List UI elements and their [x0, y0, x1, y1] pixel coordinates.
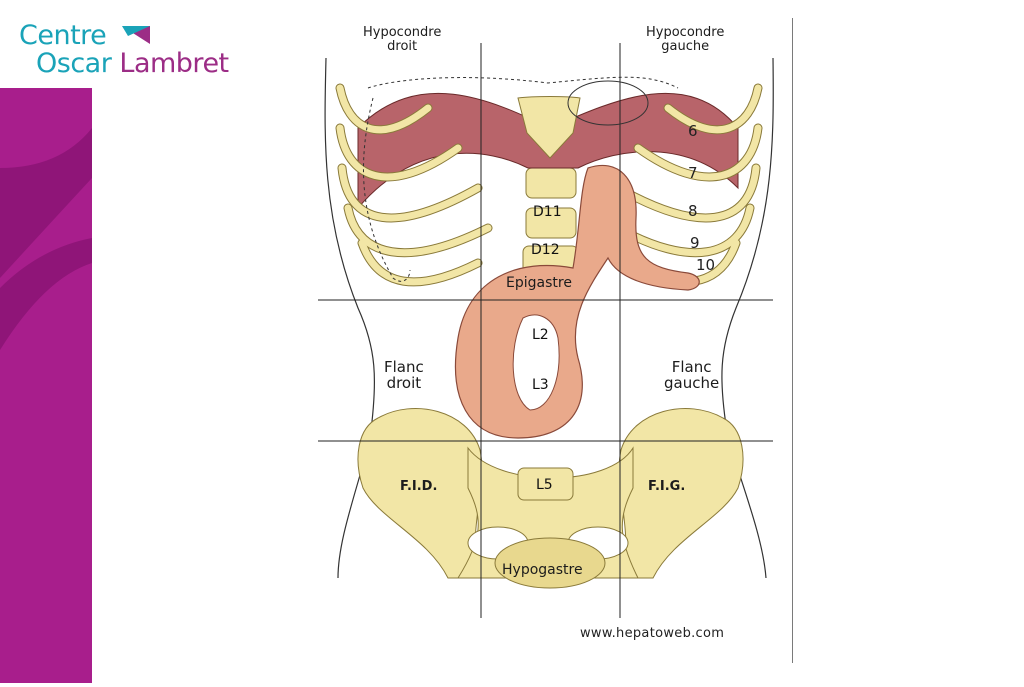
label-hypochondre-gauche: Hypocondre gauche [646, 26, 724, 53]
label-flanc-gauche-line2: gauche [664, 373, 720, 392]
source-credit: www.hepatoweb.com [580, 626, 725, 641]
logo-text-centre: Centre [19, 20, 107, 51]
sidebar-swoosh-decoration [0, 88, 92, 683]
vertebra-label-l5: L5 [536, 477, 553, 493]
logo-text-oscar-lambret: Oscar Lambret [36, 50, 229, 77]
label-fid: F.I.D. [400, 479, 438, 494]
vertebra-label-d12: D12 [531, 242, 560, 258]
label-epigastre: Epigastre [506, 275, 572, 291]
label-hypochondre-gauche-line1: Hypocondre [646, 25, 725, 40]
label-hypochondre-droit-line1: Hypocondre [363, 25, 442, 40]
rib-label-10: 10 [696, 256, 716, 274]
label-hypochondre-gauche-line2: gauche [661, 38, 710, 54]
centre-oscar-lambret-logo: Centre Oscar Lambret [16, 18, 281, 88]
label-flanc-gauche: Flanc gauche [664, 358, 720, 392]
label-hypochondre-droit-line2: droit [387, 38, 418, 54]
label-flanc-droit: Flanc droit [384, 358, 424, 392]
label-flanc-gauche-line1: Flanc [671, 358, 712, 376]
logo-text-oscar: Oscar [36, 48, 112, 79]
label-hypochondre-droit: Hypocondre droit [363, 26, 441, 53]
label-flanc-droit-line1: Flanc [384, 358, 424, 376]
vertebra-label-l3: L3 [532, 377, 549, 393]
label-hypogastre: Hypogastre [502, 562, 583, 578]
label-fig: F.I.G. [648, 479, 686, 494]
rib-label-7: 7 [688, 164, 698, 182]
decorative-sidebar [0, 88, 92, 683]
vertebra-label-d11: D11 [533, 204, 562, 220]
rib-label-9: 9 [690, 234, 700, 252]
abdominal-regions-diagram: Hypocondre droit Hypocondre gauche Epiga… [318, 18, 793, 663]
label-flanc-droit-line2: droit [386, 373, 422, 392]
anatomy-illustration [318, 18, 793, 663]
logo-flag-icon [122, 26, 150, 44]
rib-label-6: 6 [688, 122, 698, 140]
logo-text-lambret: Lambret [119, 48, 229, 79]
vertebra-label-l2: L2 [532, 327, 549, 343]
rib-label-8: 8 [688, 202, 698, 220]
